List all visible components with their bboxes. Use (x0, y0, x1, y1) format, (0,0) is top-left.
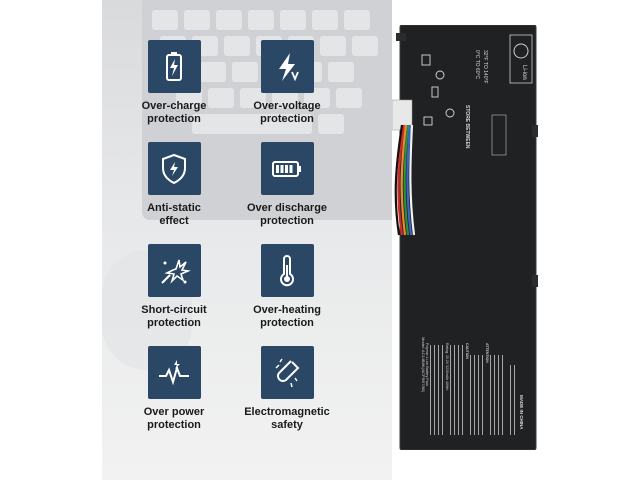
magnet-icon (275, 358, 300, 387)
feature-tile (147, 142, 201, 195)
feature-over-discharge: Over discharge protection (227, 142, 347, 228)
feature-over-voltage: Over-voltage protection (227, 40, 347, 126)
feature-over-charge: Over-charge protection (114, 40, 234, 126)
model-line: Model: AC14B8K(4ICP5/57/80) (421, 337, 426, 393)
battery-charge-icon (166, 51, 182, 81)
thermometer-icon (280, 254, 294, 286)
battery-body (400, 25, 536, 450)
pack-line: Polymer Li-ion Battery Pack (425, 343, 429, 386)
battery-level-icon (272, 160, 301, 177)
laptop-keyboard-background (102, 0, 392, 370)
feature-label: Over-voltage protection (253, 100, 321, 125)
store-temp-f: 32°F TO 140°F (482, 50, 488, 84)
rating-line: Rating: 15.2V 3220mAh 48Wh (445, 343, 449, 390)
store-temp-c: 0°C TO 60°C (474, 50, 480, 79)
feature-tile (260, 40, 314, 93)
feature-tile (260, 142, 314, 195)
feature-label: Over-charge protection (141, 100, 207, 125)
feature-tile (147, 244, 201, 297)
feature-panel: Over-charge protection Over-voltage prot… (102, 0, 392, 480)
attention-label: ATTENTION (485, 343, 489, 363)
caution-label: CAUTION (465, 343, 469, 359)
lightning-voltage-icon (279, 52, 299, 81)
store-title: STORE BETWEEN (464, 105, 470, 149)
feature-tile (147, 40, 201, 93)
shield-bolt-icon (162, 153, 186, 184)
short-circuit-spark-icon (161, 259, 191, 284)
feature-label: Over-heating protection (253, 304, 321, 329)
battery-product-image: Li-ion STORE BETWEEN 0°C TO 60°C 32°F TO… (392, 25, 538, 450)
feature-label: Over discharge protection (246, 202, 328, 227)
feature-tile (260, 244, 314, 297)
feature-label: Short-circuit protection (141, 304, 207, 329)
feature-over-power: Over power protection (114, 346, 234, 432)
feature-label: Anti-static effect (147, 202, 201, 227)
li-ion-label: Li-ion (521, 65, 527, 80)
feature-label: Electromagnetic safety (244, 406, 330, 431)
made-in-label: MADE IN CHINA (519, 395, 524, 430)
power-pulse-icon (159, 359, 189, 385)
feature-tile (147, 346, 201, 399)
feature-short-circuit: Short-circuit protection (114, 244, 234, 330)
feature-electromagnetic: Electromagnetic safety (227, 346, 347, 432)
feature-anti-static: Anti-static effect (114, 142, 234, 228)
warning-text-block (430, 345, 515, 435)
feature-label: Over power protection (143, 406, 205, 431)
feature-tile (260, 346, 314, 399)
feature-over-heating: Over-heating protection (227, 244, 347, 330)
battery-cable (394, 124, 416, 236)
